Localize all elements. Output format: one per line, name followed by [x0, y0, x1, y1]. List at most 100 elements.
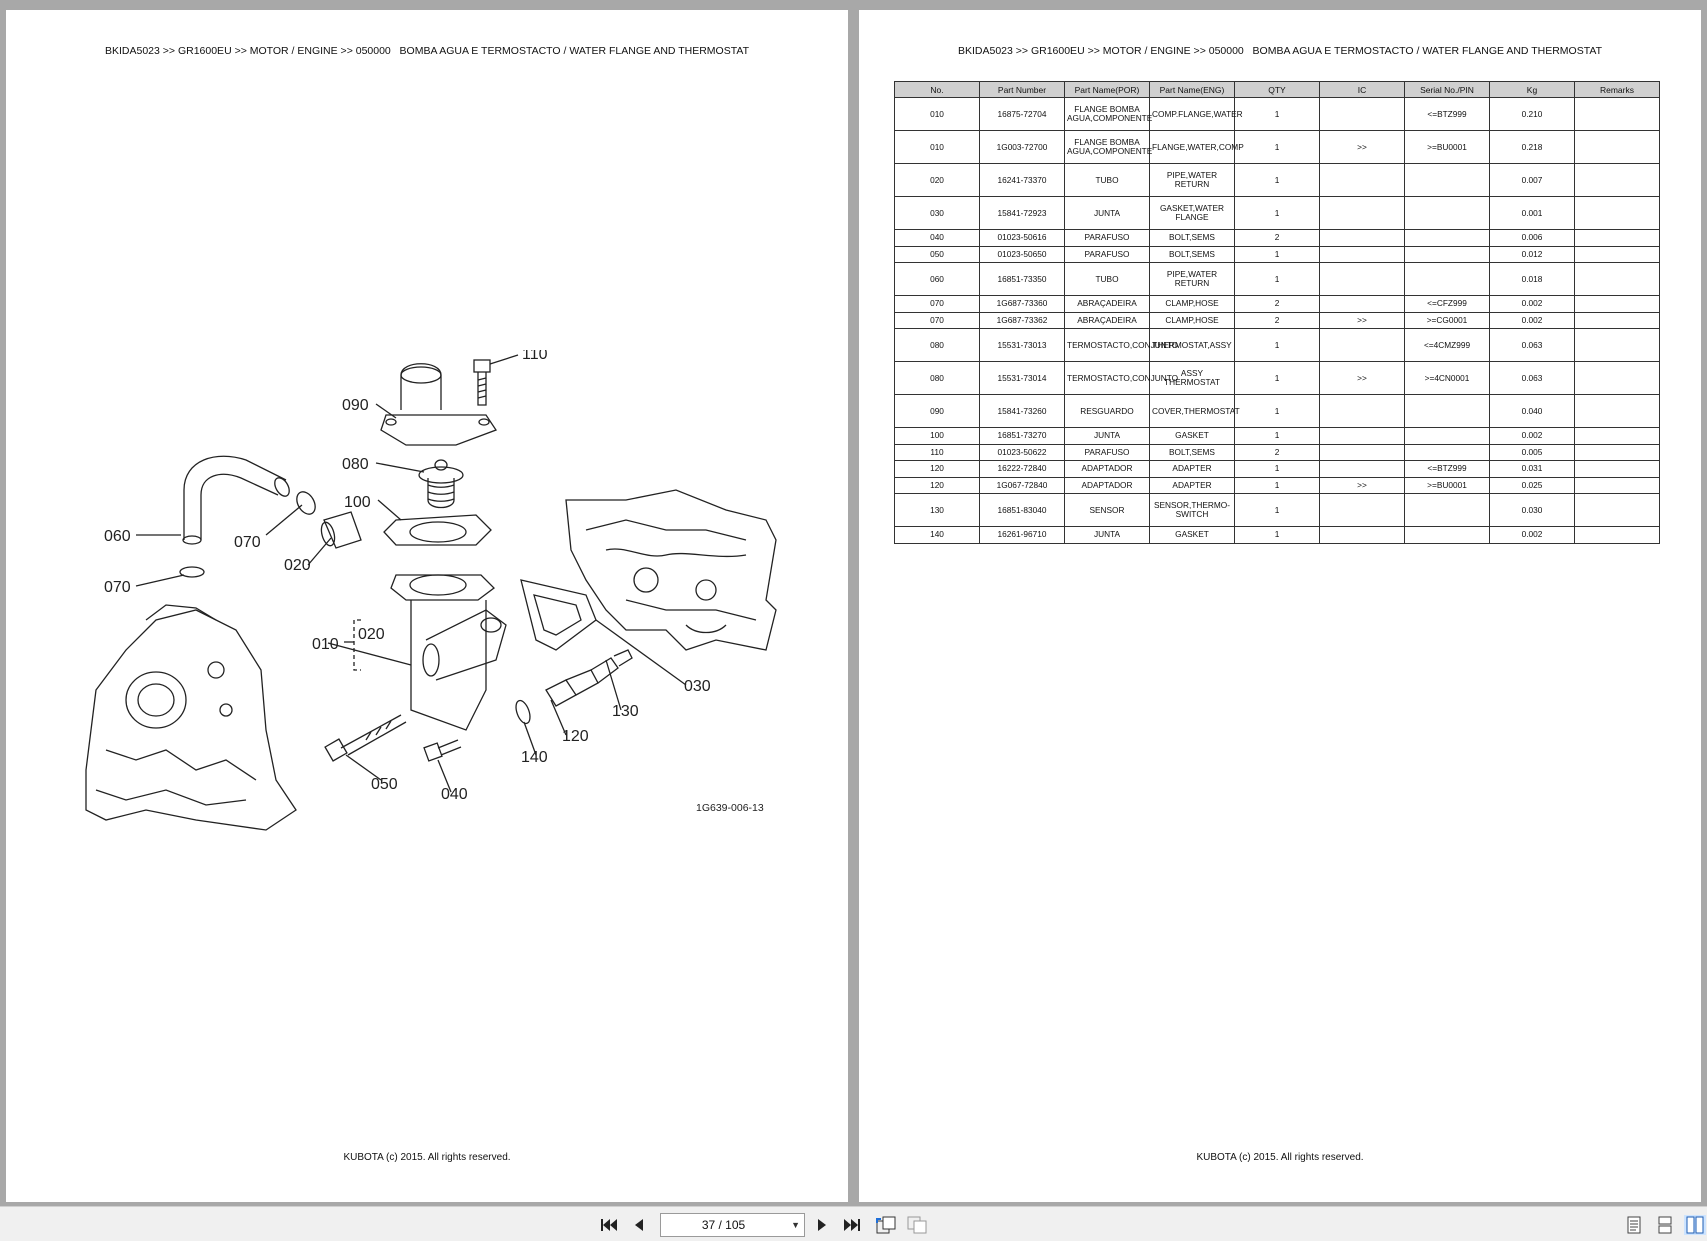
cell-qty: 1	[1234, 245, 1320, 263]
cell-part-number: 01023-50616	[979, 229, 1065, 247]
cell-part-name-por: TERMOSTACTO,CONJUNTO	[1064, 328, 1178, 362]
cell-no: 120	[894, 476, 980, 494]
cell-no: 100	[894, 427, 980, 445]
cell-part-name-eng: COMP.FLANGE,WATER	[1149, 97, 1243, 131]
cell-remarks	[1574, 196, 1660, 230]
cell-serial	[1404, 427, 1490, 445]
cell-part-name-por: PARAFUSO	[1064, 443, 1150, 461]
cell-qty: 1	[1234, 97, 1320, 131]
cell-qty: 1	[1234, 394, 1320, 428]
cell-no: 140	[894, 526, 980, 544]
cell-kg: 0.002	[1489, 295, 1575, 313]
cell-serial: <=BTZ999	[1404, 97, 1490, 131]
cell-ic	[1319, 196, 1405, 230]
cell-part-number: 16261-96710	[979, 526, 1065, 544]
cell-remarks	[1574, 443, 1660, 461]
prev-page-icon[interactable]	[628, 1215, 650, 1235]
cell-ic	[1319, 229, 1405, 247]
cell-remarks	[1574, 394, 1660, 428]
cell-part-number: 1G687-73360	[979, 295, 1065, 313]
cell-part-name-eng: ASSY THERMOSTAT	[1149, 361, 1235, 395]
table-header-row: No. Part Number Part Name(POR) Part Name…	[894, 81, 1660, 98]
callout-060: 060	[104, 528, 131, 545]
cell-serial	[1404, 443, 1490, 461]
next-page-icon[interactable]	[811, 1215, 833, 1235]
cell-no: 060	[894, 262, 980, 296]
header-ic: IC	[1319, 81, 1405, 98]
callout-010: 010	[312, 636, 339, 653]
cell-serial	[1404, 394, 1490, 428]
cell-kg: 0.210	[1489, 97, 1575, 131]
cell-qty: 2	[1234, 295, 1320, 313]
cell-remarks	[1574, 361, 1660, 395]
cell-ic	[1319, 427, 1405, 445]
cell-ic: >>	[1319, 130, 1405, 164]
cell-serial	[1404, 262, 1490, 296]
cell-ic: >>	[1319, 361, 1405, 395]
cell-kg: 0.030	[1489, 493, 1575, 527]
chevron-down-icon[interactable]: ▼	[791, 1220, 800, 1230]
cell-remarks	[1574, 295, 1660, 313]
cell-part-number: 1G067-72840	[979, 476, 1065, 494]
cell-ic: >>	[1319, 476, 1405, 494]
first-page-icon[interactable]	[598, 1215, 620, 1235]
cell-remarks	[1574, 97, 1660, 131]
cell-no: 090	[894, 394, 980, 428]
header-kg: Kg	[1489, 81, 1575, 98]
callout-090: 090	[342, 397, 369, 414]
callout-100: 100	[344, 494, 371, 511]
cell-part-number: 16241-73370	[979, 163, 1065, 197]
page-indicator: 37 / 105	[701, 1218, 746, 1232]
cell-serial	[1404, 493, 1490, 527]
page-number-field[interactable]: 37 / 105 ▼	[660, 1213, 805, 1237]
cell-qty: 2	[1234, 311, 1320, 329]
cell-remarks	[1574, 262, 1660, 296]
callout-070-upper: 070	[234, 534, 261, 551]
cell-kg: 0.218	[1489, 130, 1575, 164]
document-page-right: BKIDA5023 >> GR1600EU >> MOTOR / ENGINE …	[859, 10, 1701, 1202]
header-part-number: Part Number	[979, 81, 1065, 98]
single-page-view-icon[interactable]	[1623, 1215, 1645, 1235]
go-back-view-icon[interactable]	[875, 1215, 897, 1235]
cell-no: 030	[894, 196, 980, 230]
callout-120: 120	[562, 728, 589, 745]
cell-no: 070	[894, 295, 980, 313]
callout-140: 140	[521, 749, 548, 766]
cell-serial: <=CFZ999	[1404, 295, 1490, 313]
cell-ic	[1319, 460, 1405, 478]
cell-kg: 0.018	[1489, 262, 1575, 296]
cell-part-name-por: ADAPTADOR	[1064, 460, 1150, 478]
cell-remarks	[1574, 493, 1660, 527]
cell-remarks	[1574, 526, 1660, 544]
go-forward-view-icon[interactable]	[906, 1215, 928, 1235]
two-page-view-icon[interactable]	[1684, 1215, 1706, 1235]
cell-part-name-por: JUNTA	[1064, 196, 1150, 230]
cell-remarks	[1574, 476, 1660, 494]
cell-ic	[1319, 295, 1405, 313]
cell-part-name-eng: BOLT,SEMS	[1149, 245, 1235, 263]
last-page-icon[interactable]	[841, 1215, 863, 1235]
cell-part-name-por: PARAFUSO	[1064, 245, 1150, 263]
cell-part-name-por: ADAPTADOR	[1064, 476, 1150, 494]
cell-part-name-eng: PIPE,WATER RETURN	[1149, 262, 1235, 296]
cell-qty: 2	[1234, 229, 1320, 247]
continuous-view-icon[interactable]	[1654, 1215, 1676, 1235]
cell-kg: 0.040	[1489, 394, 1575, 428]
cell-part-number: 15841-72923	[979, 196, 1065, 230]
cell-serial: <=BTZ999	[1404, 460, 1490, 478]
cell-kg: 0.001	[1489, 196, 1575, 230]
cell-ic	[1319, 493, 1405, 527]
cell-part-number: 16875-72704	[979, 97, 1065, 131]
cell-part-number: 15531-73014	[979, 361, 1065, 395]
callout-020: 020	[284, 557, 311, 574]
cell-remarks	[1574, 229, 1660, 247]
cell-part-name-eng: GASKET	[1149, 427, 1235, 445]
cell-no: 040	[894, 229, 980, 247]
